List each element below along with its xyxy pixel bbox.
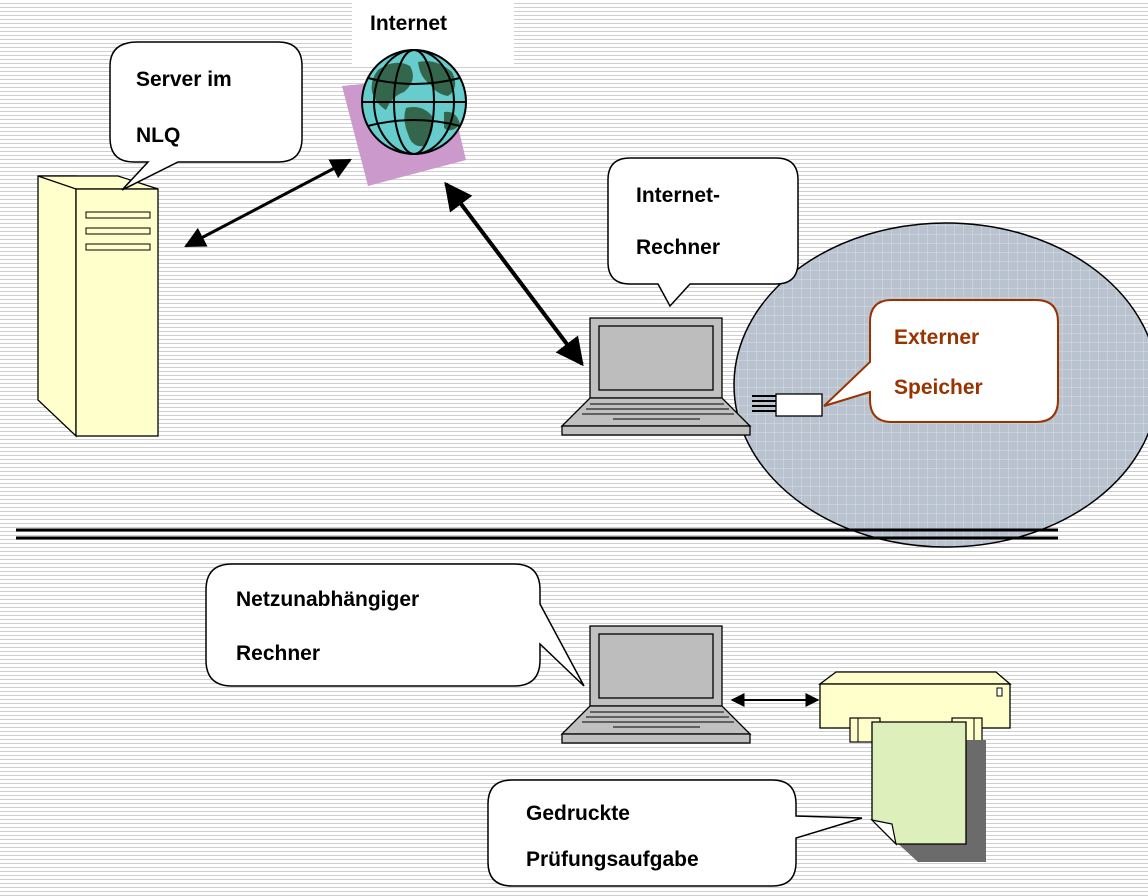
- printed-page-icon: [870, 721, 986, 862]
- server-label-line1: Server im: [136, 68, 232, 91]
- internet-pc-label-line2: Rechner: [636, 236, 721, 259]
- internet-laptop-arrow: [444, 181, 584, 367]
- server-internet-arrow: [184, 158, 352, 248]
- external-storage-callout: [823, 299, 1059, 423]
- server-tower-icon: [37, 175, 159, 438]
- printout-label-line2: Prüfungsaufgabe: [526, 848, 699, 871]
- printout-callout: [487, 779, 863, 887]
- laptop-icon: [560, 317, 752, 436]
- server-callout: [109, 41, 303, 191]
- usb-stick-icon: [752, 393, 823, 417]
- internet-pc-label-line1: Internet-: [636, 184, 720, 207]
- globe-icon: [342, 49, 467, 186]
- offline-pc-label-line1: Netzunabhängiger: [236, 588, 420, 611]
- printer-icon: [818, 671, 1012, 743]
- internet-label: Internet: [370, 12, 448, 35]
- internet-pc-callout: [607, 157, 799, 308]
- external-storage-label-line2: Speicher: [894, 376, 983, 399]
- printout-label-line1: Gedruckte: [526, 802, 630, 825]
- section-divider: [16, 528, 1058, 540]
- external-storage-label-line1: Externer: [894, 326, 980, 349]
- offline-pc-label-line2: Rechner: [236, 642, 321, 665]
- server-label-line2: NLQ: [136, 124, 181, 147]
- offline-pc-callout: [205, 563, 585, 687]
- offline-laptop-icon: [560, 625, 752, 744]
